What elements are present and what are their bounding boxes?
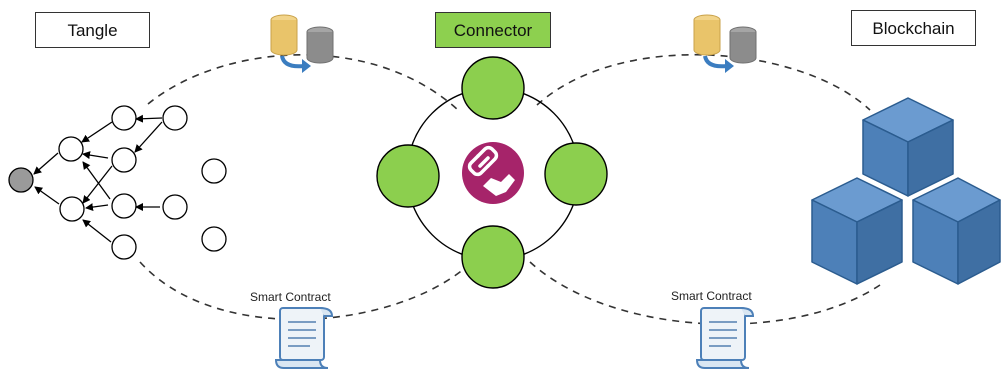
tangle-nodes	[58, 105, 227, 260]
smart-contract-label-right: Smart Contract	[671, 289, 752, 303]
connector-node-left	[376, 144, 440, 208]
connector-node-right	[544, 142, 608, 206]
database-sync-icon	[270, 14, 334, 73]
database-sync-icon	[693, 14, 757, 73]
connector-node-bottom	[461, 225, 525, 289]
connector-cluster	[376, 56, 608, 289]
cube-right	[912, 177, 1001, 285]
right-upper-dashed-arc	[536, 53, 871, 111]
connector-node-top	[461, 56, 525, 120]
cube-top	[862, 97, 954, 197]
tangle-label: Tangle	[35, 12, 150, 48]
smart-contract-label-left: Smart Contract	[250, 290, 331, 304]
left-upper-dashed-arc	[147, 54, 459, 111]
scroll-document-icon	[274, 307, 334, 369]
cubes-icon	[811, 97, 1001, 285]
connector-label: Connector	[435, 12, 551, 48]
scroll-document-icon	[695, 307, 755, 369]
tangle-dag	[8, 105, 227, 260]
handshake-chain-icon	[462, 142, 524, 204]
tangle-edges	[33, 114, 163, 243]
blockchain-label: Blockchain	[851, 10, 976, 46]
left-lower-dashed-arc	[139, 261, 466, 321]
genesis-node	[8, 167, 34, 193]
cube-left	[811, 177, 903, 285]
